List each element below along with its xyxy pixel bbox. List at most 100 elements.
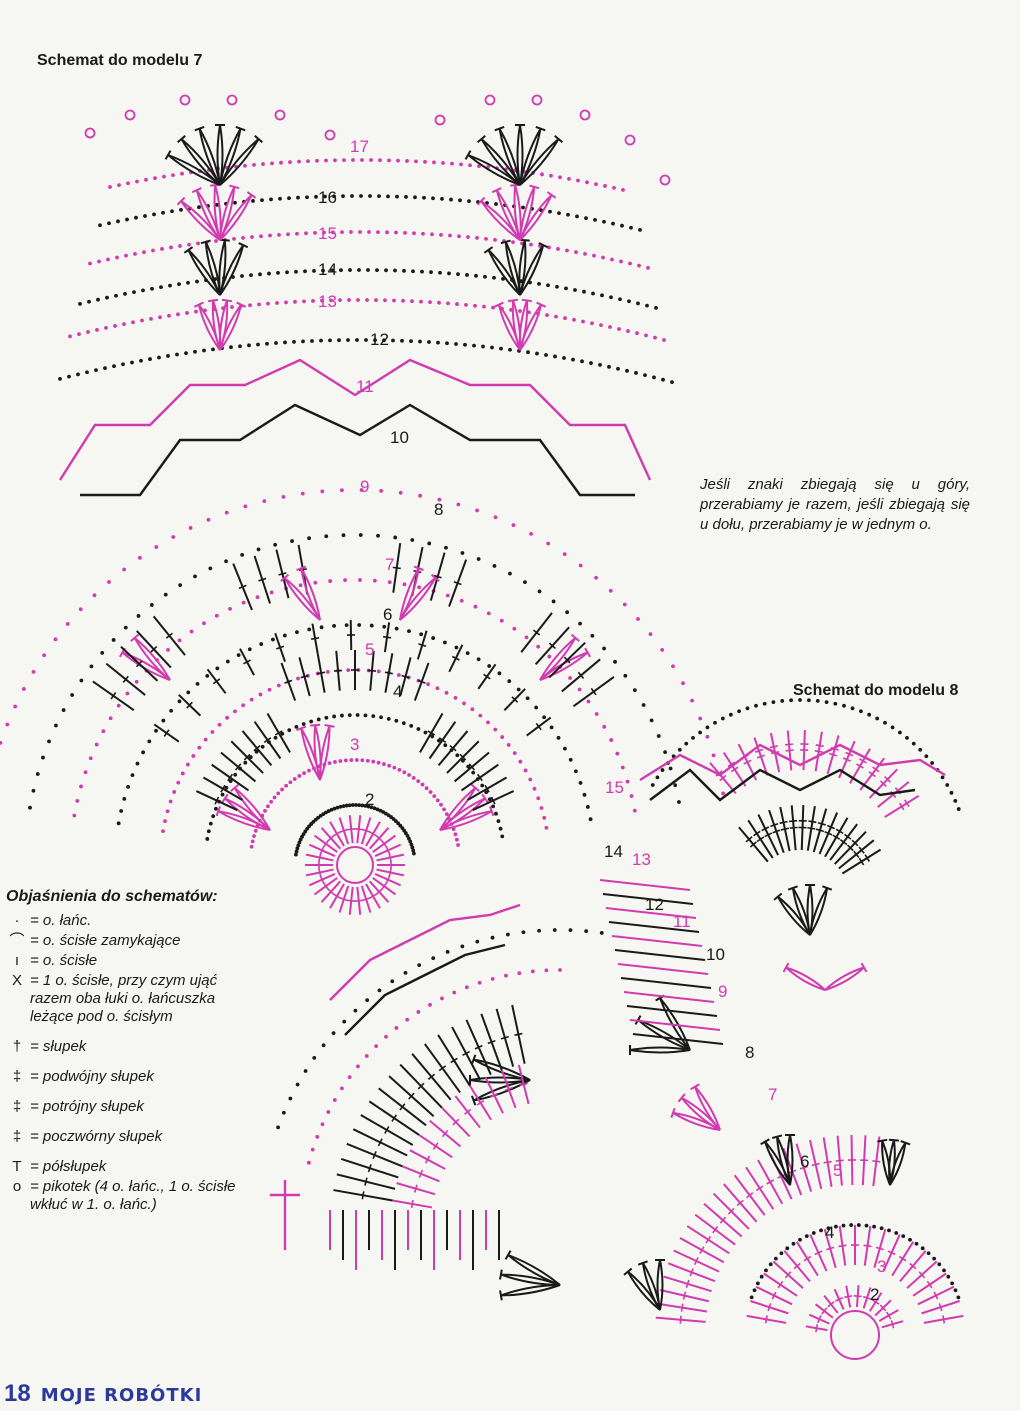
chain-stitch <box>233 772 238 777</box>
chain-stitch <box>163 819 167 824</box>
chain-stitch <box>532 786 537 791</box>
chain-stitch <box>849 1223 854 1227</box>
stitch-bar <box>284 679 293 684</box>
chain-stitch <box>107 580 111 584</box>
cluster-stitch <box>519 244 545 296</box>
chain-stitch <box>842 703 846 708</box>
chain-stitch <box>372 806 377 811</box>
chain-stitch <box>307 536 311 541</box>
stitch-bar <box>699 1246 705 1255</box>
chain-stitch <box>785 1246 790 1251</box>
stitch-bar <box>367 1164 372 1173</box>
chain-stitch <box>136 614 141 618</box>
stitch-bar <box>381 840 388 848</box>
chain-stitch <box>668 766 673 771</box>
cluster-stitch <box>519 194 553 241</box>
chain-stitch <box>594 712 599 716</box>
chain-stitch <box>429 270 433 275</box>
chain-stitch <box>609 738 614 742</box>
round-number: 6 <box>383 605 392 624</box>
chain-stitch <box>320 1122 325 1127</box>
chain-stitch <box>780 699 785 703</box>
chain-stitch <box>252 162 256 167</box>
chain-stitch <box>171 535 176 539</box>
chain-stitch <box>284 300 288 305</box>
cluster-top <box>130 633 140 642</box>
cluster-stitch <box>187 249 221 296</box>
chain-stitch <box>254 749 259 754</box>
chain-stitch <box>491 305 495 310</box>
chain-stitch <box>405 1017 410 1022</box>
stitch-bar <box>511 696 519 703</box>
model8-title: Schemat do modelu 8 <box>793 682 959 699</box>
chain-stitch <box>526 350 530 355</box>
chain-stitch <box>385 230 389 235</box>
chain-stitch <box>410 299 414 304</box>
chain-stitch <box>315 158 319 163</box>
stitch-bar <box>875 1246 884 1251</box>
stitch-bar <box>938 1303 943 1312</box>
chain-stitch <box>196 241 200 246</box>
chain-stitch <box>175 352 179 357</box>
picot <box>274 109 286 121</box>
chain-stitch <box>335 805 340 810</box>
chain-stitch <box>98 223 102 228</box>
stitch-bar <box>333 831 341 837</box>
cluster-top <box>470 1054 477 1065</box>
chain-stitch <box>288 780 293 785</box>
chain-stitch <box>562 552 567 557</box>
chain-stitch <box>387 158 391 163</box>
chain-stitch <box>564 286 568 291</box>
chain-stitch <box>599 323 603 328</box>
cluster-top <box>499 1290 503 1301</box>
stitch-bar <box>844 1295 853 1299</box>
chain-stitch <box>551 599 556 604</box>
cluster-top <box>280 573 290 582</box>
chain-stitch <box>208 821 213 826</box>
chain-stitch <box>177 282 181 287</box>
stitch-bar <box>452 1118 460 1126</box>
chain-stitch <box>113 324 117 328</box>
chain-stitch <box>130 360 134 365</box>
stitch-bar <box>749 841 757 848</box>
stitch-bar <box>764 1315 768 1324</box>
chain-stitch <box>316 717 321 722</box>
chain-stitch <box>310 339 314 343</box>
chain-stitch <box>445 341 449 346</box>
chain-stitch <box>270 161 274 166</box>
chain-stitch <box>446 301 450 306</box>
cluster-top <box>637 1260 648 1266</box>
stitch-bar <box>354 899 363 903</box>
chain-stitch <box>956 807 961 811</box>
chain-stitch <box>566 212 570 217</box>
chain-stitch <box>309 719 314 724</box>
chain-stitch <box>435 686 440 691</box>
cluster-top <box>238 242 249 249</box>
chain-stitch <box>490 345 494 350</box>
chain-stitch <box>42 653 47 658</box>
chain-stitch <box>894 1231 899 1235</box>
chain-stitch <box>418 339 422 344</box>
stitch-bar <box>318 853 322 862</box>
chain-stitch <box>517 971 522 976</box>
stitch-bar <box>730 766 739 773</box>
chain-stitch <box>125 217 129 222</box>
chain-stitch <box>420 269 424 274</box>
stitch-bar <box>462 1050 471 1056</box>
chain-stitch <box>68 334 72 339</box>
stitch-bar <box>755 1185 764 1192</box>
stitch-bar <box>719 774 727 782</box>
chain-stitch <box>467 199 471 204</box>
stitch-bar <box>300 674 309 679</box>
chain-stitch <box>558 175 562 180</box>
chain-stitch <box>31 669 36 674</box>
chain-stitch <box>506 932 510 937</box>
chain-stitch <box>673 783 678 788</box>
chain-stitch <box>656 734 661 738</box>
chain-stitch <box>438 270 442 275</box>
chain-stitch <box>276 1125 280 1130</box>
chain-stitch <box>622 602 627 607</box>
chain-stitch <box>286 232 290 237</box>
chain-stitch <box>172 790 177 794</box>
chain-stitch <box>322 230 326 235</box>
